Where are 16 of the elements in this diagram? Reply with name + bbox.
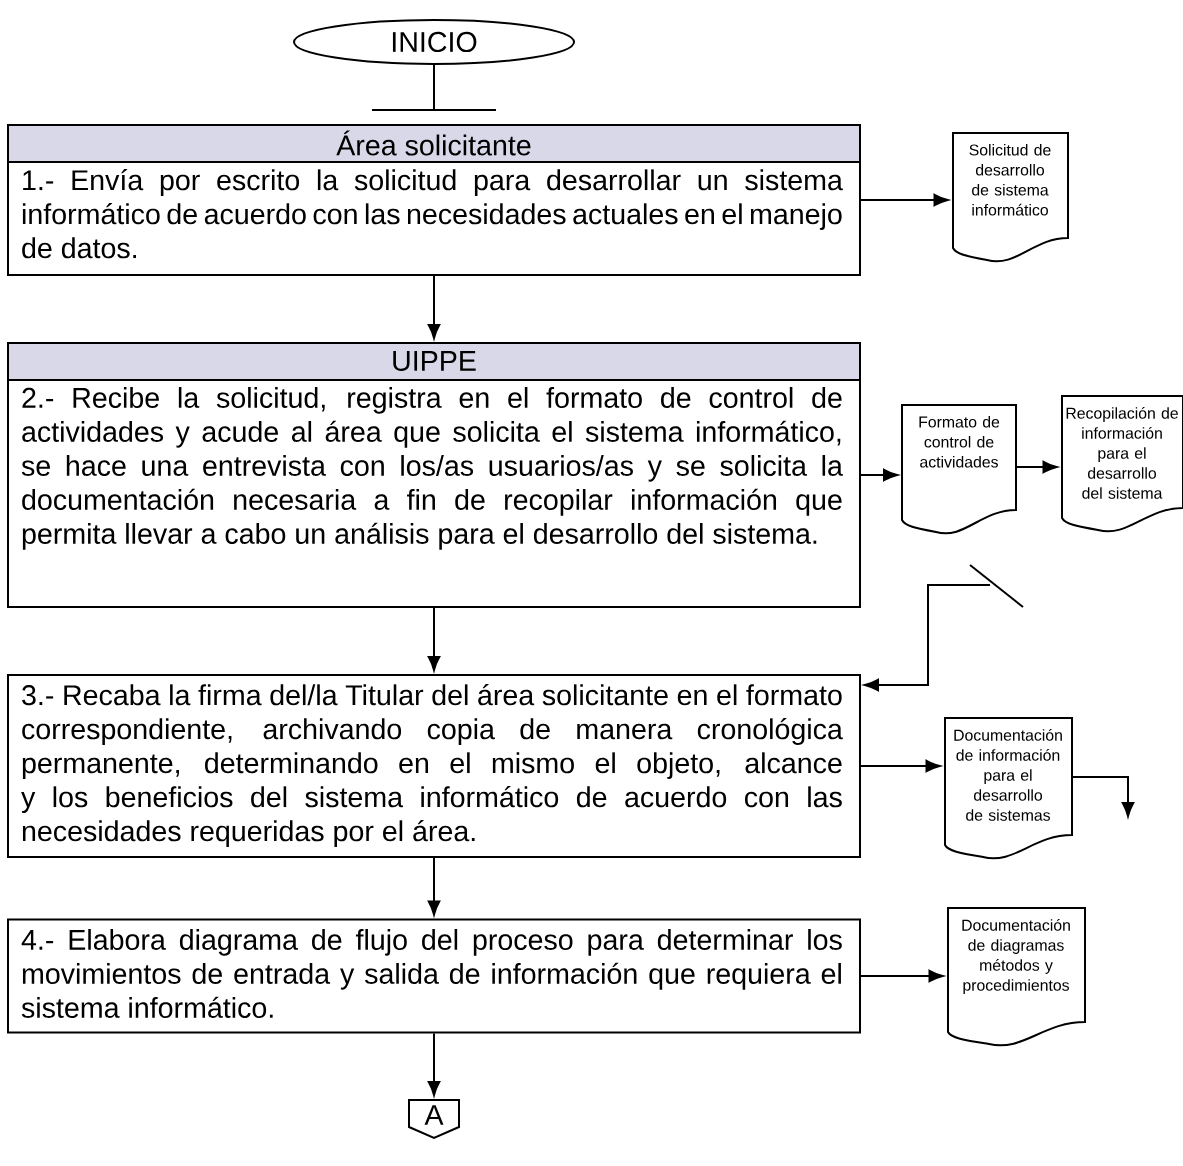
arrow [860,969,944,983]
arrow [427,1032,441,1096]
process-box: Área solicitante 1.- Envía por escrito la solicitud para desarrollar un sistema informático de acuerdo con las necesidades actuales en el manejo de datos. [7,124,861,276]
process-box: UIPPE 2.- Recibe la solicitud, registra en el formato de control de actividades y acude al área que solicita el sistema informático, se hace una entrevista con los/as usuarios/as y se solicita la documentación necesaria a fin de recopilar información que permita llevar a cabo un análisis para el desarrollo del sistema. [7,342,861,608]
arrow [1016,460,1058,474]
arrow [860,468,898,482]
process-box: 3.- Recaba la firma del/la Titular del área solicitante en el formato correspondiente, archivando copia de manera cronológica permanente, determinando en el mismo el objeto, alcance y los beneficios del sistema informático de acuerdo con las necesidades requeridas por el área. [7,674,861,858]
arrow [864,584,991,692]
arrow [427,275,441,339]
process-box: 4.- Elabora diagrama de flujo del proceso para determinar los movimientos de entrada y salida de información que requiera el sistema informático. [7,918,861,1034]
arrow [427,607,441,671]
arrow [860,193,949,207]
arrow [427,857,441,916]
arrow [1071,776,1135,817]
arrow [860,759,941,773]
off-page-connector: A [408,1099,460,1140]
